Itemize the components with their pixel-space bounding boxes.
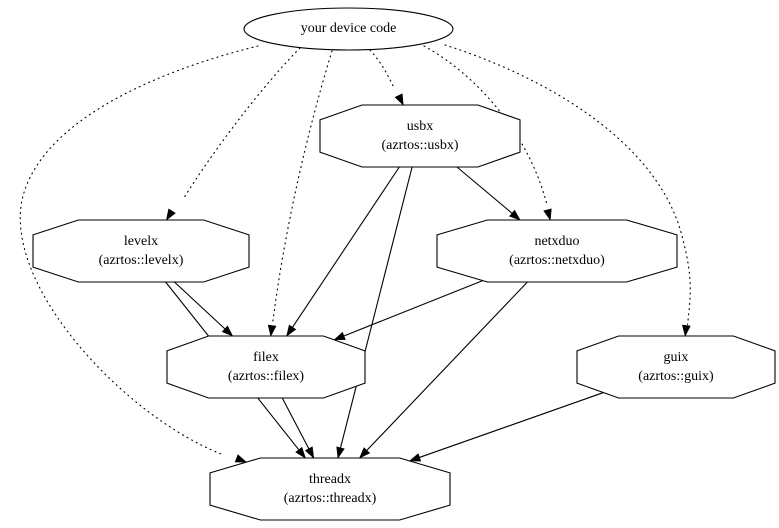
arrowhead-netxduo-filex	[333, 331, 346, 341]
arrowhead-usbx-filex	[286, 324, 297, 337]
node-label-secondary-threadx: (azrtos::threadx)	[284, 491, 377, 506]
node-shape-octagon-threadx	[209, 457, 451, 521]
node-shape-octagon-usbx	[319, 104, 521, 168]
arrowhead-device-threadx	[234, 454, 248, 463]
edge-device-filex	[271, 50, 333, 325]
edge-usbx-threadx	[339, 166, 413, 448]
arrowhead-usbx-netxduo	[509, 209, 521, 221]
node-shape-ellipse-device	[243, 7, 454, 51]
node-filex[interactable]: filex(azrtos::filex)	[166, 335, 366, 399]
arrowhead-device-netxduo	[543, 208, 552, 221]
arrowhead-device-levelx	[165, 208, 176, 221]
arrowhead-netxduo-threadx	[358, 447, 371, 459]
node-shape-octagon-netxduo	[436, 219, 678, 283]
node-label-secondary-guix: (azrtos::guix)	[638, 369, 714, 384]
edge-device-usbx	[369, 49, 395, 88]
arrowhead-device-filex	[267, 324, 277, 337]
arrowhead-levelx-filex	[221, 325, 234, 337]
node-levelx[interactable]: levelx(azrtos::levelx)	[32, 219, 250, 283]
edge-filex-threadx	[281, 397, 310, 449]
node-label-primary-netxduo: netxduo	[534, 234, 579, 249]
arrowhead-filex-threadx	[304, 446, 315, 459]
node-label-primary-guix: guix	[664, 350, 689, 365]
node-label-primary-filex: filex	[253, 350, 279, 365]
edge-levelx-filex	[174, 281, 226, 330]
node-label-primary-levelx: levelx	[124, 234, 158, 249]
node-usbx[interactable]: usbx(azrtos::usbx)	[319, 104, 521, 168]
arrowhead-device-guix	[682, 324, 691, 337]
node-device[interactable]: your device code	[243, 7, 454, 51]
edge-usbx-filex	[292, 166, 400, 328]
node-layer: your device codeusbx(azrtos::usbx)levelx…	[32, 7, 776, 521]
node-label-secondary-netxduo: (azrtos::netxduo)	[509, 253, 605, 268]
edge-usbx-netxduo	[456, 166, 513, 214]
node-label-secondary-levelx: (azrtos::levelx)	[99, 253, 184, 268]
node-guix[interactable]: guix(azrtos::guix)	[576, 335, 776, 399]
node-label-primary-threadx: threadx	[309, 472, 351, 487]
edge-device-guix	[444, 44, 691, 326]
node-threadx[interactable]: threadx(azrtos::threadx)	[209, 457, 451, 521]
edge-guix-threadx	[419, 392, 604, 458]
edge-device-threadx	[19, 45, 259, 456]
node-shape-octagon-guix	[576, 335, 776, 399]
node-label-primary-device: your device code	[301, 21, 397, 36]
node-shape-octagon-levelx	[32, 219, 250, 283]
arrowhead-usbx-threadx	[336, 446, 345, 459]
node-label-secondary-filex: (azrtos::filex)	[228, 369, 305, 384]
edge-netxduo-filex	[343, 280, 483, 337]
edge-device-netxduo	[423, 45, 548, 206]
edge-netxduo-threadx	[366, 281, 528, 451]
arrowhead-guix-threadx	[408, 453, 422, 462]
node-label-primary-usbx: usbx	[407, 119, 433, 134]
node-netxduo[interactable]: netxduo(azrtos::netxduo)	[436, 219, 678, 283]
node-label-secondary-usbx: (azrtos::usbx)	[382, 138, 459, 153]
arrowhead-device-usbx	[394, 93, 404, 106]
arrowhead-levelx-threadx	[295, 446, 306, 459]
node-shape-octagon-filex	[166, 335, 366, 399]
edge-device-levelx	[182, 47, 301, 201]
